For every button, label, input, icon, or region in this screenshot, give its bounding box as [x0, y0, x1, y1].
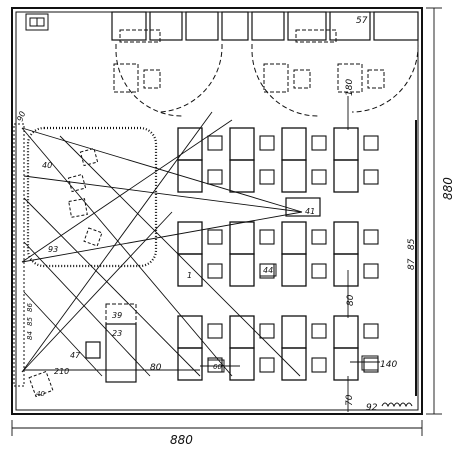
dashed-chairs — [28, 147, 103, 398]
desk — [229, 127, 255, 161]
label-bottom-box: 60 — [213, 363, 222, 371]
desk — [281, 127, 307, 161]
label-bottom-right-num: 92 — [366, 403, 378, 413]
desk — [333, 253, 359, 287]
chair — [311, 135, 327, 151]
desk — [229, 221, 255, 255]
label-bottom-mid-dim: 80 — [150, 363, 162, 373]
label-left-upper: 40 — [42, 161, 52, 170]
label-desk-number: 41 — [305, 207, 315, 216]
label-left-top: 90 — [15, 110, 27, 123]
desk — [333, 221, 359, 255]
desk — [281, 221, 307, 255]
label-row-mid-box: 44 — [263, 266, 273, 275]
chair — [311, 323, 327, 339]
chair — [207, 323, 223, 339]
chair — [363, 169, 379, 185]
desk — [177, 347, 203, 381]
right-wall-features — [350, 120, 417, 408]
desk — [229, 347, 255, 381]
dimension-right: 880 — [441, 177, 455, 200]
chair — [311, 263, 327, 279]
desk — [333, 347, 359, 381]
label-bottom-corner: 40 — [36, 390, 45, 398]
annotations: 57 180 87 85 80 140 92 70 90 40 93 41 1 … — [15, 16, 455, 447]
chair — [363, 135, 379, 151]
door-swings — [113, 43, 419, 117]
label-row-mid-left: 1 — [187, 271, 192, 280]
label-left-stack-3: 86 — [26, 303, 34, 312]
chair — [363, 323, 379, 339]
chair — [259, 357, 275, 373]
desk — [229, 253, 255, 287]
desk — [177, 221, 203, 255]
desk — [281, 347, 307, 381]
desk — [229, 315, 255, 349]
label-top-right: 57 — [356, 16, 368, 26]
label-box-small-top: 39 — [112, 311, 122, 320]
label-bottom-left-dim: 210 — [54, 367, 69, 376]
chair — [363, 229, 379, 245]
front-area — [13, 123, 158, 387]
chair — [207, 135, 223, 151]
label-right-mid2: 85 — [407, 238, 417, 250]
label-area-left: 93 — [48, 245, 58, 254]
dimension-lines — [11, 7, 442, 436]
desk-41 — [285, 197, 321, 217]
label-bottom-aisle: 70 — [345, 394, 355, 406]
label-left-stack-1: 84 — [26, 331, 34, 340]
desk — [177, 315, 203, 349]
label-right-mid: 87 — [407, 258, 417, 270]
chair — [207, 263, 223, 279]
chair — [259, 169, 275, 185]
label-right-low: 140 — [380, 360, 397, 370]
window-symbol — [25, 13, 49, 31]
chair — [259, 323, 275, 339]
desk-tag — [259, 263, 277, 277]
label-small-square: 47 — [70, 351, 81, 360]
desk — [177, 253, 203, 287]
desk — [177, 127, 203, 161]
label-aisle-top: 180 — [345, 79, 355, 96]
desk — [281, 253, 307, 287]
dimension-bottom: 880 — [170, 433, 193, 447]
chair — [207, 169, 223, 185]
chair — [311, 357, 327, 373]
desk — [281, 315, 307, 349]
desk — [177, 159, 203, 193]
chair — [259, 229, 275, 245]
chair — [259, 135, 275, 151]
label-box-small: 23 — [112, 329, 122, 338]
label-left-stack-2: 85 — [26, 317, 34, 326]
chair — [311, 229, 327, 245]
chair — [363, 263, 379, 279]
desk — [333, 315, 359, 349]
chair — [207, 229, 223, 245]
chair — [311, 169, 327, 185]
desk — [281, 159, 307, 193]
desk — [333, 159, 359, 193]
top-cabinets — [111, 11, 419, 43]
desk-grid — [177, 127, 379, 381]
left-lower-boxes — [85, 303, 137, 383]
desk — [333, 127, 359, 161]
label-aisle-right: 80 — [346, 294, 356, 306]
desk — [229, 159, 255, 193]
